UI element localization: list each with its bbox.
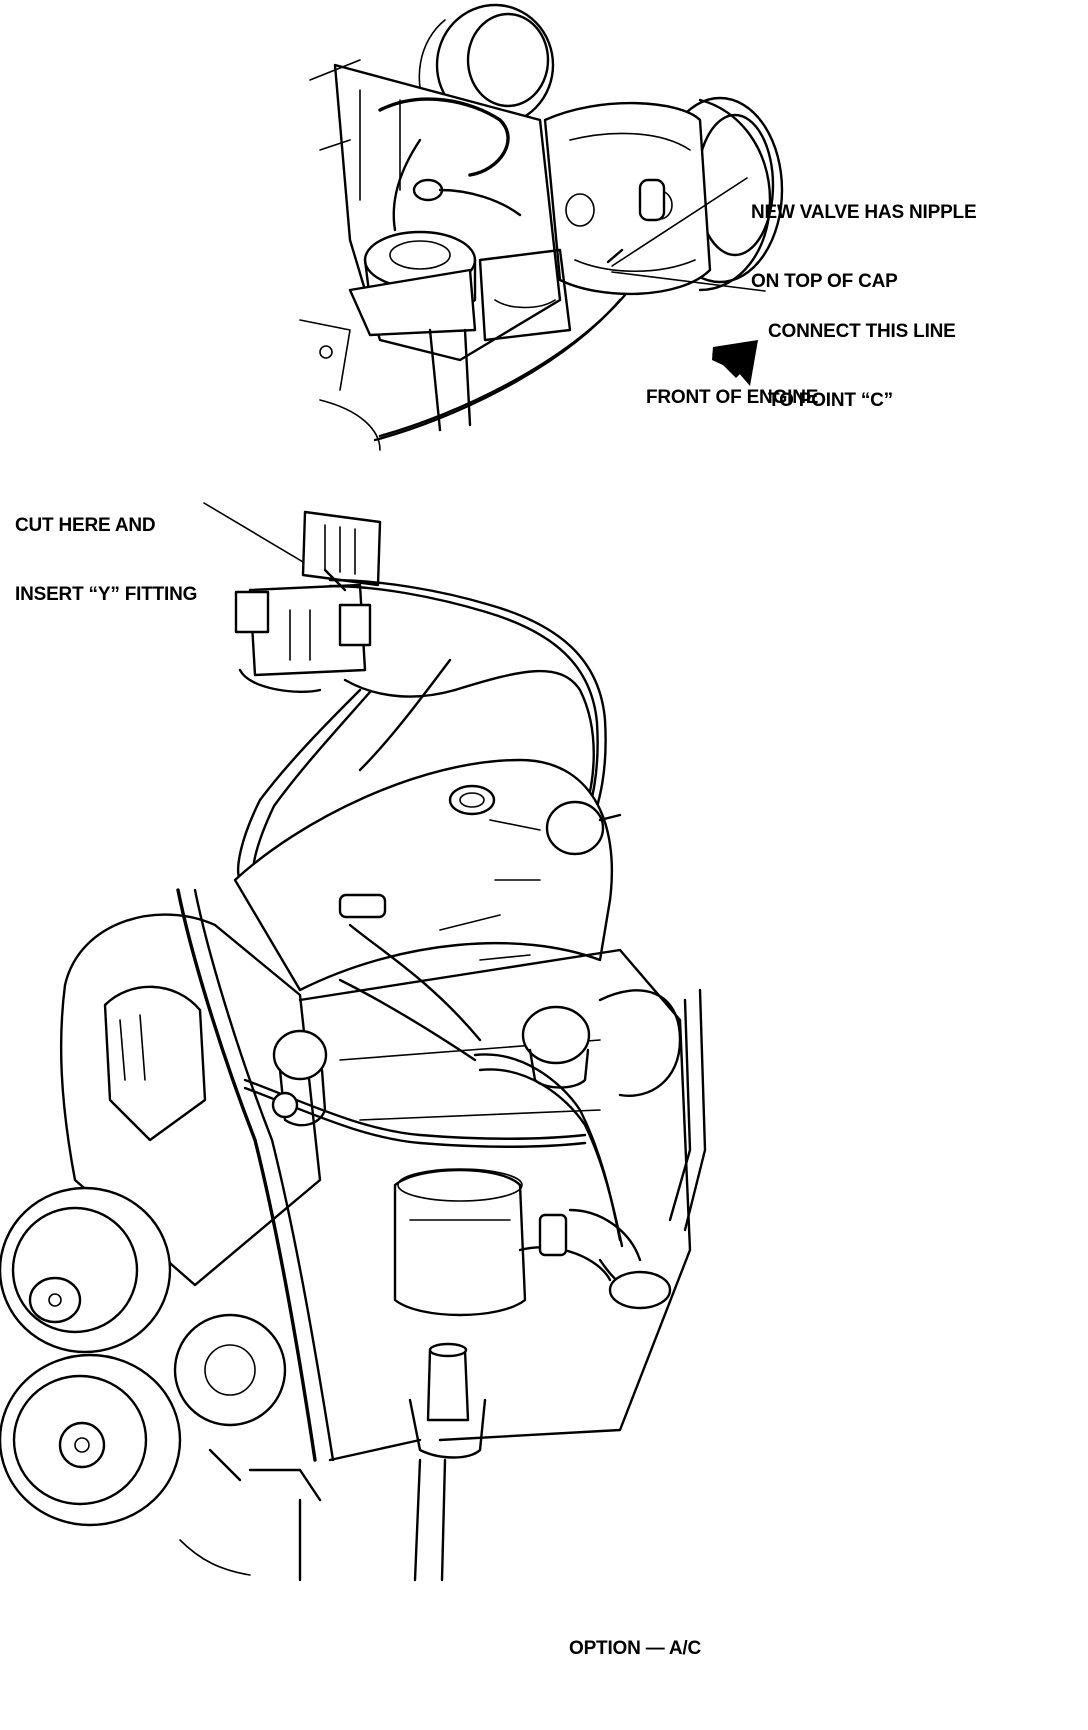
y-fitting-marker — [323, 568, 347, 592]
new-valve-label-line-1: NEW VALVE HAS NIPPLE — [751, 202, 977, 223]
engine-assembly — [0, 502, 707, 1582]
cut-here-label-line-1: CUT HERE AND — [15, 515, 156, 536]
connect-line-label: CONNECT THIS LINE TO POINT “C” — [768, 274, 956, 435]
top-valve-detail — [299, 3, 784, 451]
new-valve-label: NEW VALVE HAS NIPPLE ON TOP OF CAP — [751, 155, 977, 316]
connect-line-label-line-2: TO POINT “C” — [768, 390, 893, 411]
front-of-engine-label: FRONT OF ENGINE — [646, 387, 819, 408]
cut-here-label: CUT HERE AND INSERT “Y” FITTING — [15, 468, 197, 629]
arrow-down-right-icon — [712, 340, 758, 386]
new-valve-label-line-2: ON TOP OF CAP — [751, 271, 898, 292]
connect-line-label-line-1: CONNECT THIS LINE — [768, 321, 956, 342]
cut-here-label-line-2: INSERT “Y” FITTING — [15, 584, 198, 605]
new-valve-leader — [611, 177, 748, 267]
connect-line-leader — [611, 271, 766, 292]
option-label: OPTION — A/C — [569, 1638, 702, 1659]
